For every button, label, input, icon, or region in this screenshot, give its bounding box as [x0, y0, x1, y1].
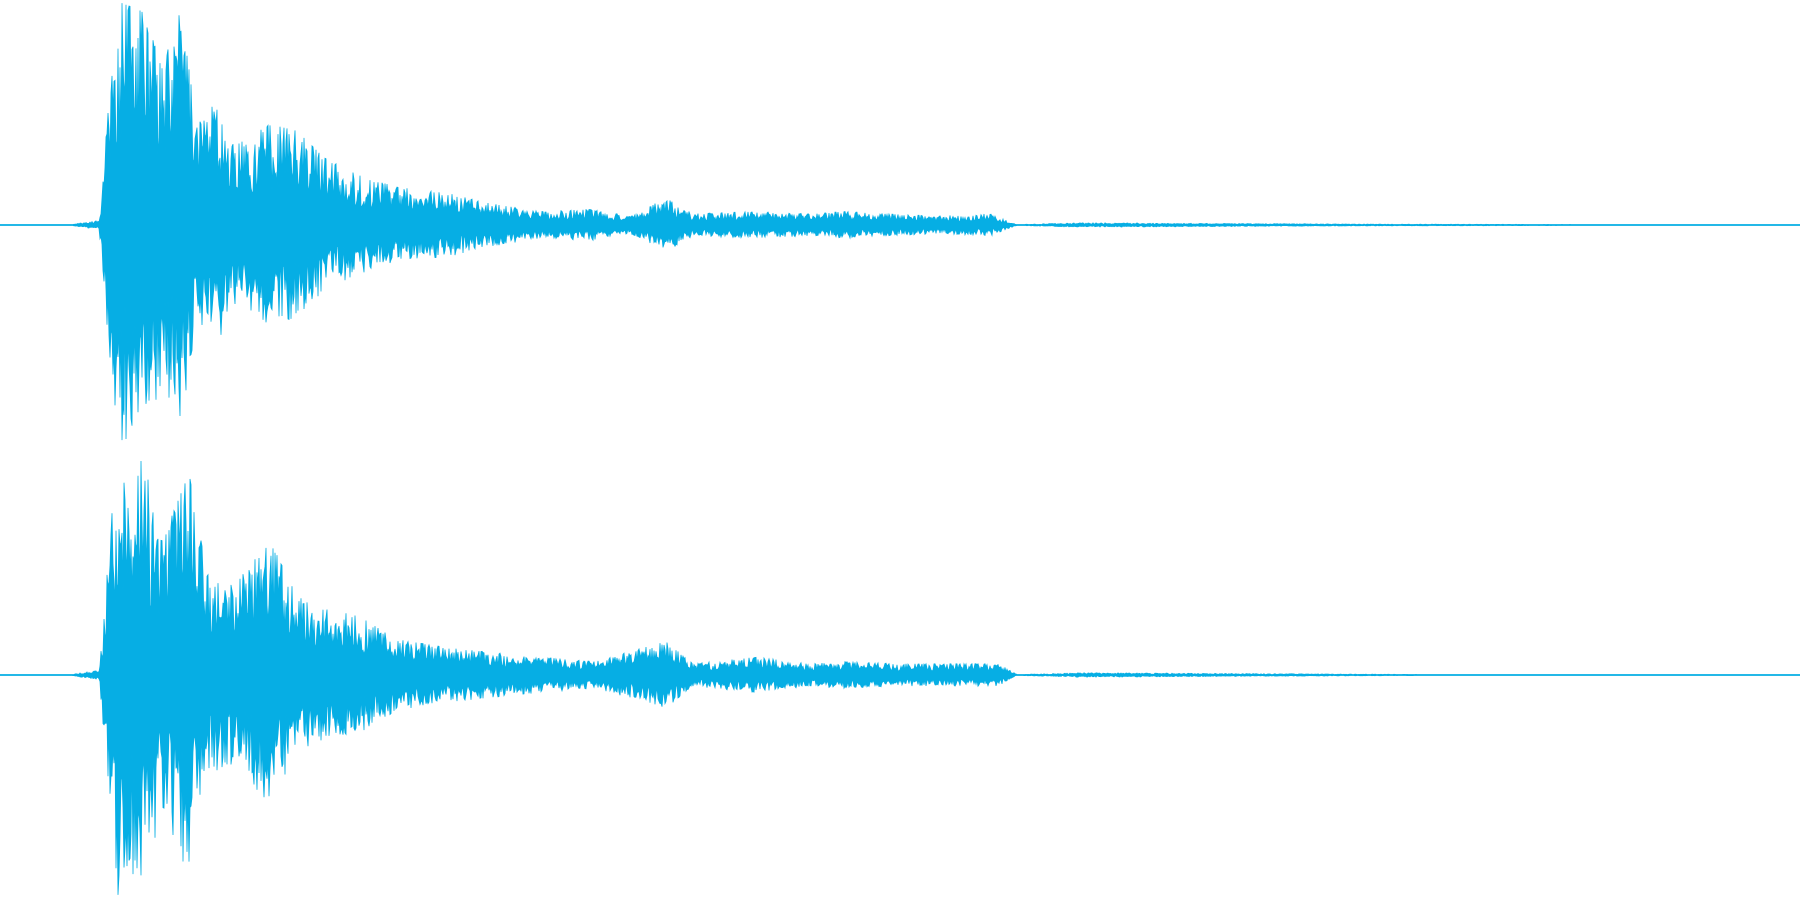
waveform-channel-1 — [0, 3, 1800, 441]
channel-1-waveform — [0, 3, 1800, 441]
channel-2-waveform — [0, 460, 1800, 895]
waveform-channel-2 — [0, 450, 1800, 900]
waveform-channel-2-plot — [0, 460, 1800, 895]
waveform-channel-1-plot — [0, 3, 1800, 441]
